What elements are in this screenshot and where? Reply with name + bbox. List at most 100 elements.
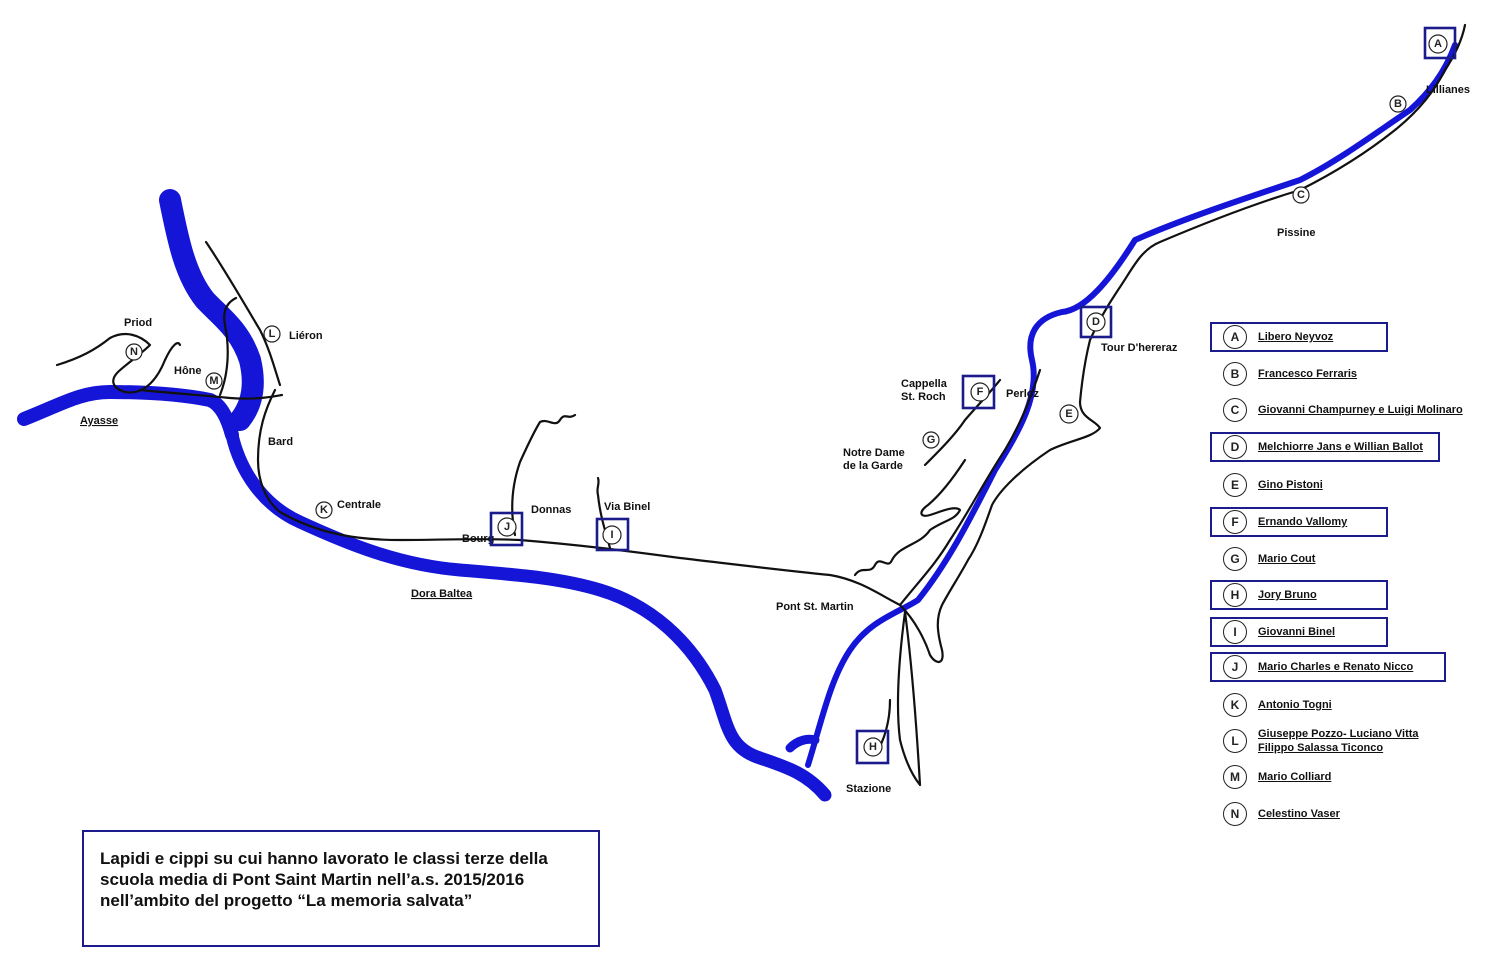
caption-line-2: scuola media di Pont Saint Martin nell’a… [100,870,525,889]
legend-name: Ernando Vallomy [1258,516,1348,528]
legend-letter-circle: I [1223,620,1247,644]
legend-name: Giovanni Champurney e Luigi Molinaro [1258,404,1463,416]
svg-text:B: B [1394,98,1402,110]
label-tour-dhereraz: Tour D'hereraz [1101,342,1178,354]
marker-d[interactable]: D [1079,305,1113,339]
svg-text:A: A [1434,38,1442,50]
road-perloz [898,368,1042,607]
map-markers: A B C D E F [125,26,1457,765]
legend-letter-circle: L [1223,729,1247,753]
road-roch [923,378,1002,467]
legend-letter-circle: H [1223,583,1247,607]
legend-letter-circle: D [1223,435,1247,459]
svg-text:D: D [1092,316,1100,328]
marker-i[interactable]: I [595,517,630,552]
legend-name: Jory Bruno [1258,589,1317,601]
road-stazione [873,610,922,787]
label-pissine: Pissine [1277,227,1316,239]
marker-c[interactable]: C [1292,186,1310,204]
label-lillianes: Lillianes [1426,84,1470,96]
marker-k[interactable]: K [315,501,333,519]
marker-l[interactable]: L [263,325,281,343]
label-donnas: Donnas [531,504,571,516]
legend-row-d[interactable]: D Melchiorre Jans e Willian Ballot [1206,430,1494,464]
marker-m[interactable]: M [205,372,223,390]
legend-frame [1210,580,1388,610]
label-notre-dame: Notre Dame [843,447,905,459]
road-tour [898,23,1467,663]
label-st-roch: St. Roch [901,391,946,403]
label-bourg: Bourg [462,533,494,545]
road-garde [853,458,967,577]
legend-name: Mario Cout [1258,553,1316,565]
marker-j[interactable]: J [489,511,524,547]
marker-g[interactable]: G [922,431,940,449]
caption-line-1: Lapidi e cippi su cui hanno lavorato le … [100,849,548,868]
label-leron: Liéron [289,330,323,342]
label-hone: Hône [174,365,202,377]
dora-baltea-upper [805,42,1458,768]
svg-text:N: N [130,346,138,358]
dora-baltea-river [225,428,832,802]
legend-name: Mario Colliard [1258,771,1332,783]
legend-name-line-2: Filippo Salassa Ticonco [1258,742,1384,754]
svg-text:E: E [1065,408,1072,420]
svg-text:M: M [209,375,218,387]
legend-letter-circle: M [1223,765,1247,789]
legend-name: Mario Charles e Renato Nicco [1258,661,1414,673]
legend-letter-circle: B [1223,362,1247,386]
label-stazione: Stazione [846,783,891,795]
legend-name: Melchiorre Jans e Willian Ballot [1258,441,1423,453]
legend-letter-circle: A [1223,325,1247,349]
label-de-la-garde: de la Garde [843,460,903,472]
legend-frame [1210,322,1388,352]
svg-text:K: K [320,504,328,516]
svg-text:C: C [1297,189,1305,201]
label-ayasse: Ayasse [80,415,118,427]
legend-row-c[interactable]: C Giovanni Champurney e Luigi Molinaro [1206,393,1494,427]
legend-row-h[interactable]: H Jory Bruno [1206,578,1494,612]
legend-frame [1210,617,1388,647]
marker-b[interactable]: B [1389,95,1407,113]
legend-row-a[interactable]: A Libero Neyvoz [1206,320,1494,354]
label-priod: Priod [124,317,152,329]
road-main [256,388,902,607]
svg-text:H: H [869,741,877,753]
svg-text:J: J [504,521,510,533]
label-bard: Bard [268,436,293,448]
legend-name: Francesco Ferraris [1258,368,1358,380]
road-leron [204,240,282,387]
marker-n[interactable]: N [125,343,143,361]
marker-h[interactable]: H [855,729,890,765]
label-via-binel: Via Binel [604,501,650,513]
label-cappella: Cappella [901,378,948,390]
road-priod [55,332,182,394]
legend-letter-circle: K [1223,693,1247,717]
legend-letter-circle: C [1223,398,1247,422]
legend-row-b[interactable]: B Francesco Ferraris [1206,357,1494,391]
legend-frame [1210,652,1446,682]
legend-row-m[interactable]: M Mario Colliard [1206,760,1494,794]
road-hone-north [218,296,238,397]
legend-letter-circle: E [1223,473,1247,497]
legend-frame [1210,432,1440,462]
svg-text:F: F [977,386,984,398]
river-delta [785,734,820,753]
marker-e[interactable]: E [1059,404,1079,424]
legend-name: Libero Neyvoz [1258,331,1334,343]
label-centrale: Centrale [337,499,381,511]
legend-name-line-1: Giuseppe Pozzo- Luciano Vitta [1258,728,1419,740]
ayasse-stream [17,385,239,442]
marker-f[interactable]: F [961,374,996,410]
marker-a[interactable]: A [1423,26,1457,60]
